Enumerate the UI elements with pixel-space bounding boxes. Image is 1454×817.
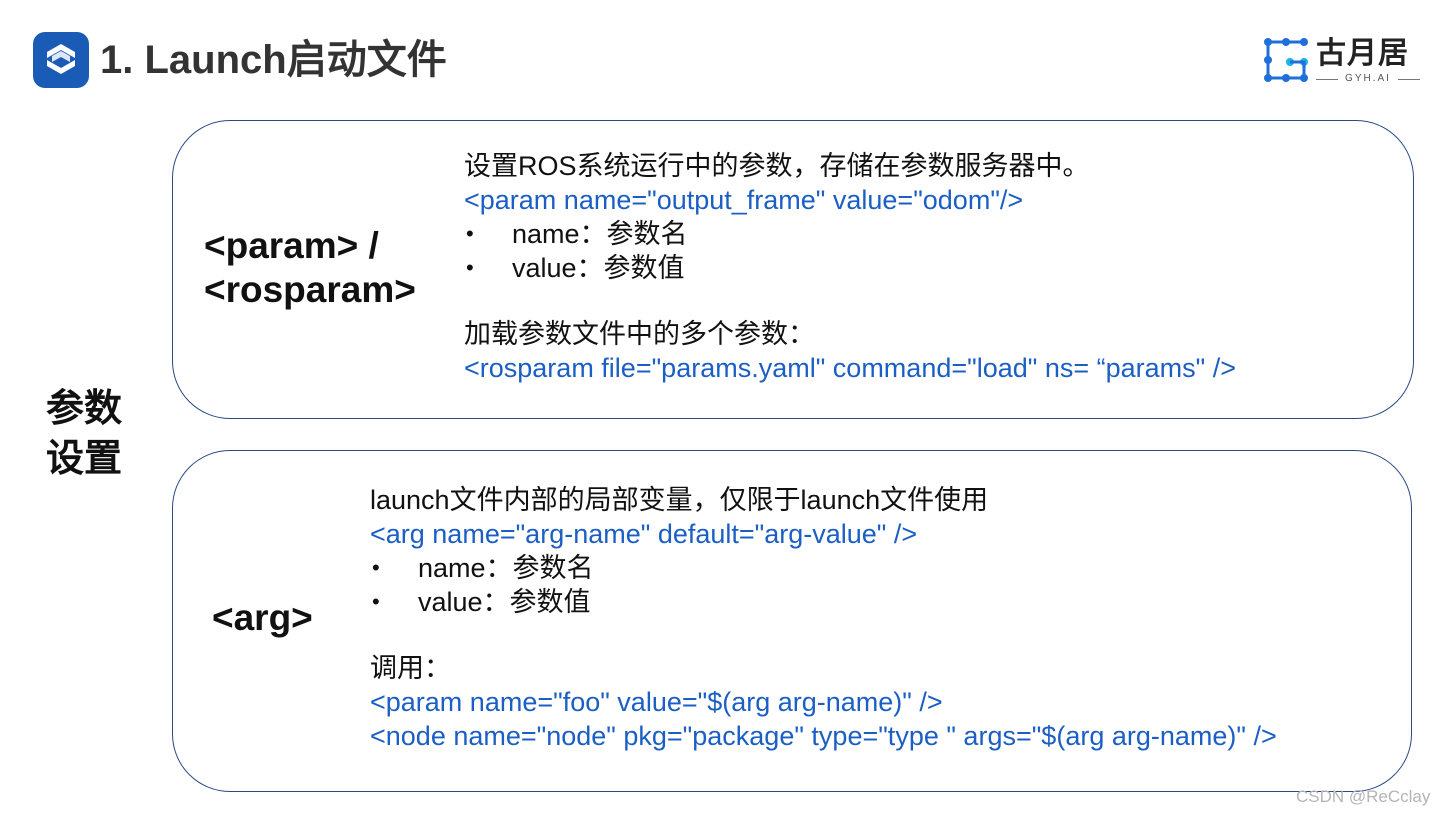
- bullet-text: name：参数名: [418, 553, 594, 583]
- arg-usage-subheading: 调用：: [370, 653, 451, 683]
- bullet-text: name：参数名: [512, 219, 688, 249]
- param-card-body: 设置ROS系统运行中的参数，存储在参数服务器中。 <param name="ou…: [464, 149, 1236, 385]
- section-label-line: 设置: [46, 438, 123, 480]
- arg-example-code: <arg name="arg-name" default="arg-value"…: [370, 519, 918, 549]
- watermark: CSDN @ReCclay: [1296, 787, 1431, 806]
- bullet-text: value：参数值: [418, 587, 591, 617]
- arg-card-body: launch文件内部的局部变量，仅限于launch文件使用 <arg name=…: [370, 483, 1277, 753]
- list-item: • name：参数名: [464, 217, 1236, 251]
- param-tag-label: <param> / <rosparam>: [204, 224, 416, 312]
- list-item: • value：参数值: [370, 585, 1277, 619]
- section-label: 参数 设置: [46, 384, 136, 484]
- arg-description: launch文件内部的局部变量，仅限于launch文件使用: [370, 485, 989, 515]
- brand-name: 古月居: [1316, 37, 1409, 70]
- list-item: • name：参数名: [370, 551, 1277, 585]
- bullet-icon: •: [466, 255, 474, 280]
- bullet-text: value：参数值: [512, 253, 685, 283]
- tag-line: <param> /: [204, 225, 379, 266]
- arg-usage-node-code: <node name="node" pkg="package" type="ty…: [370, 721, 1277, 751]
- tag-line: <rosparam>: [204, 269, 416, 310]
- page-title: 1. Launch启动文件: [100, 38, 447, 82]
- rosparam-example-code: <rosparam file="params.yaml" command="lo…: [464, 353, 1236, 383]
- arg-tag-label: <arg>: [212, 596, 313, 640]
- rosparam-subheading: 加载参数文件中的多个参数：: [464, 319, 815, 349]
- param-card: [172, 120, 1414, 419]
- bullet-icon: •: [372, 589, 380, 614]
- arg-usage-param-code: <param name="foo" value="$(arg arg-name)…: [370, 687, 943, 717]
- brand-subtitle: GYH.AI: [1316, 73, 1420, 84]
- section-label-line: 参数: [46, 388, 123, 430]
- list-item: • value：参数值: [464, 251, 1236, 285]
- tag-line: <arg>: [212, 597, 313, 638]
- brand-mark-icon: [1264, 38, 1308, 82]
- arg-card: [172, 450, 1412, 792]
- app-logo-icon: [33, 32, 89, 88]
- brand-logo: 古月居 GYH.AI: [1262, 36, 1422, 86]
- param-description: 设置ROS系统运行中的参数，存储在参数服务器中。: [464, 151, 1090, 181]
- param-example-code: <param name="output_frame" value="odom"/…: [464, 185, 1024, 215]
- bullet-icon: •: [466, 221, 474, 246]
- bullet-icon: •: [372, 555, 380, 580]
